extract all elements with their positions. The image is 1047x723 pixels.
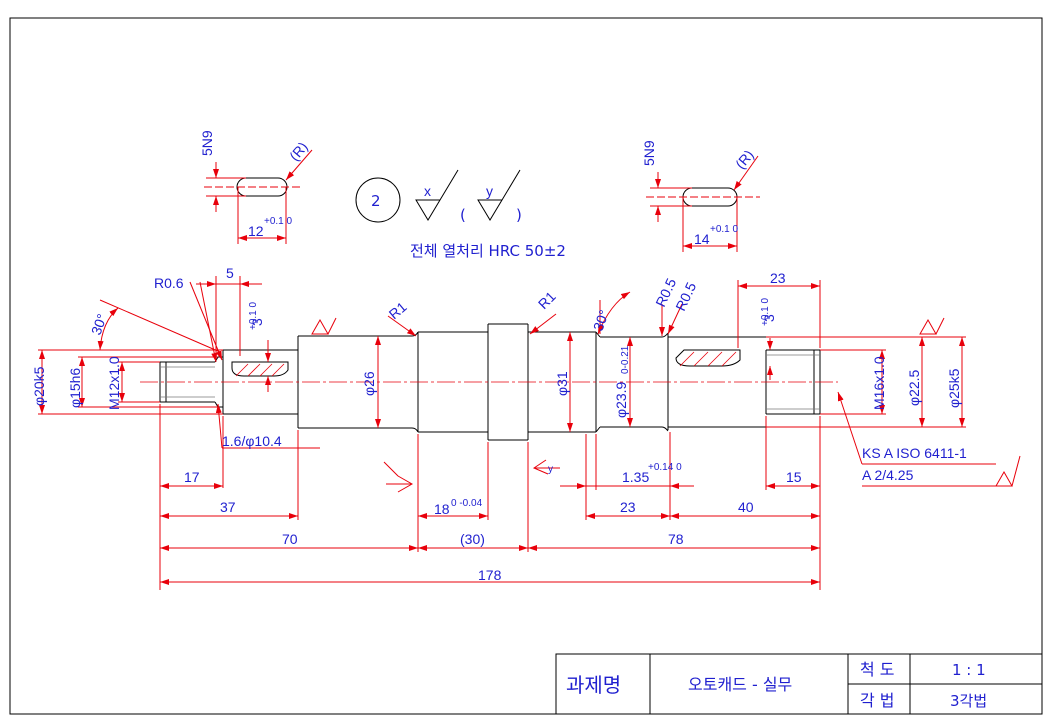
dim-78: 78 <box>668 531 684 547</box>
section-hatching <box>235 351 737 377</box>
finish-paren-close: ) <box>516 206 522 224</box>
surface-symbols <box>311 317 1021 493</box>
dim-m12: M12x1.0 <box>106 356 122 410</box>
dim-178: 178 <box>478 567 502 583</box>
dim-r1-right: R1 <box>535 288 559 312</box>
dim-phi225: φ22.5 <box>906 369 922 406</box>
dim-r06: R0.6 <box>154 275 184 291</box>
keyway-left-n9: 5N9 <box>199 130 215 156</box>
title-block: 과제명 오토캐드 - 실무 척 도 1 : 1 각 법 3각법 <box>555 653 1043 715</box>
item-number-circle <box>355 177 401 223</box>
keyway-right-r: (R) <box>732 147 757 172</box>
dim-phi15h6: φ15h6 <box>67 368 83 408</box>
dim-17: 17 <box>184 469 200 485</box>
center-hole-note-1: KS A ISO 6411-1 <box>862 445 967 461</box>
dim-angle-30-right: 30° <box>590 308 612 333</box>
finish-symbol-y <box>477 169 521 221</box>
dim-phi31: φ31 <box>554 371 570 396</box>
scale-value: 1 : 1 <box>952 661 986 679</box>
title-label: 과제명 <box>566 673 621 697</box>
keyway-right-tol: +0.1 0 <box>710 224 739 235</box>
title-value: 오토캐드 - 실무 <box>688 675 792 694</box>
method-label: 각 법 <box>860 691 895 710</box>
drawing-border <box>9 17 1043 715</box>
dim-phi20k5: φ20k5 <box>31 366 47 406</box>
dim-135: 1.35 <box>622 469 649 485</box>
dim-15: 15 <box>786 469 802 485</box>
dim-3-left-tol: +0.1 0 <box>248 301 259 330</box>
dim-phi25k5: φ25k5 <box>946 368 962 408</box>
finish-symbol-x <box>415 169 459 221</box>
dim-135-tol: +0.14 0 <box>648 462 682 473</box>
dim-40: 40 <box>738 499 754 515</box>
finish-paren-open: ( <box>460 206 466 224</box>
dim-30-ref: (30) <box>460 531 485 547</box>
center-hole-note-2: A 2/4.25 <box>862 467 914 483</box>
method-value: 3각법 <box>950 692 987 710</box>
dim-3-right: 3 <box>761 314 777 322</box>
finish-symbol-x-label: x <box>424 183 431 199</box>
dim-phi26: φ26 <box>361 371 377 396</box>
dimension-texts: 5 23 R0.6 R1 R1 R0.5 R0.5 30° 30° φ20k5 … <box>31 265 967 583</box>
dimension-lines <box>38 276 1010 590</box>
keyway-right-width: 14 <box>694 231 710 247</box>
dim-23-bottom: 23 <box>620 499 636 515</box>
dim-3-right-tol: +0.1 0 <box>760 297 771 326</box>
finish-symbol-y-label: y <box>486 183 493 199</box>
dim-m16: M16x1.0 <box>871 356 887 410</box>
dim-70: 70 <box>282 531 298 547</box>
dim-phi239: φ23.9 <box>613 381 629 418</box>
scale-label: 척 도 <box>860 660 895 679</box>
item-number: 2 <box>371 192 381 210</box>
keyway-right-n9: 5N9 <box>641 140 657 166</box>
dim-5: 5 <box>226 265 234 281</box>
finish-note: 2 x ( y ) 전체 열처리 HRC 50±2 <box>355 169 566 260</box>
keyway-detail-left: 5N9 (R) 12 +0.1 0 <box>199 130 313 244</box>
heat-treatment-note: 전체 열처리 HRC 50±2 <box>410 242 566 260</box>
dim-r1-left: R1 <box>386 298 410 322</box>
dim-23-top: 23 <box>770 270 786 286</box>
dim-phi239-tol: 0-0.21 <box>620 345 631 374</box>
keyway-left-r: (R) <box>286 139 311 164</box>
surface-symbol-y-label: y <box>548 464 553 475</box>
dim-3-left: 3 <box>249 318 265 326</box>
dim-18: 18 <box>434 501 450 517</box>
dim-chamfer: 1.6/φ10.4 <box>222 433 282 449</box>
dim-angle-30-left: 30° <box>88 312 110 337</box>
keyway-left-width: 12 <box>248 223 264 239</box>
keyway-left-tol: +0.1 0 <box>264 216 293 227</box>
dim-37: 37 <box>220 499 236 515</box>
dim-18-tol: 0 -0.04 <box>451 498 483 509</box>
keyway-detail-right: 5N9 (R) 14 +0.1 0 <box>641 140 760 252</box>
